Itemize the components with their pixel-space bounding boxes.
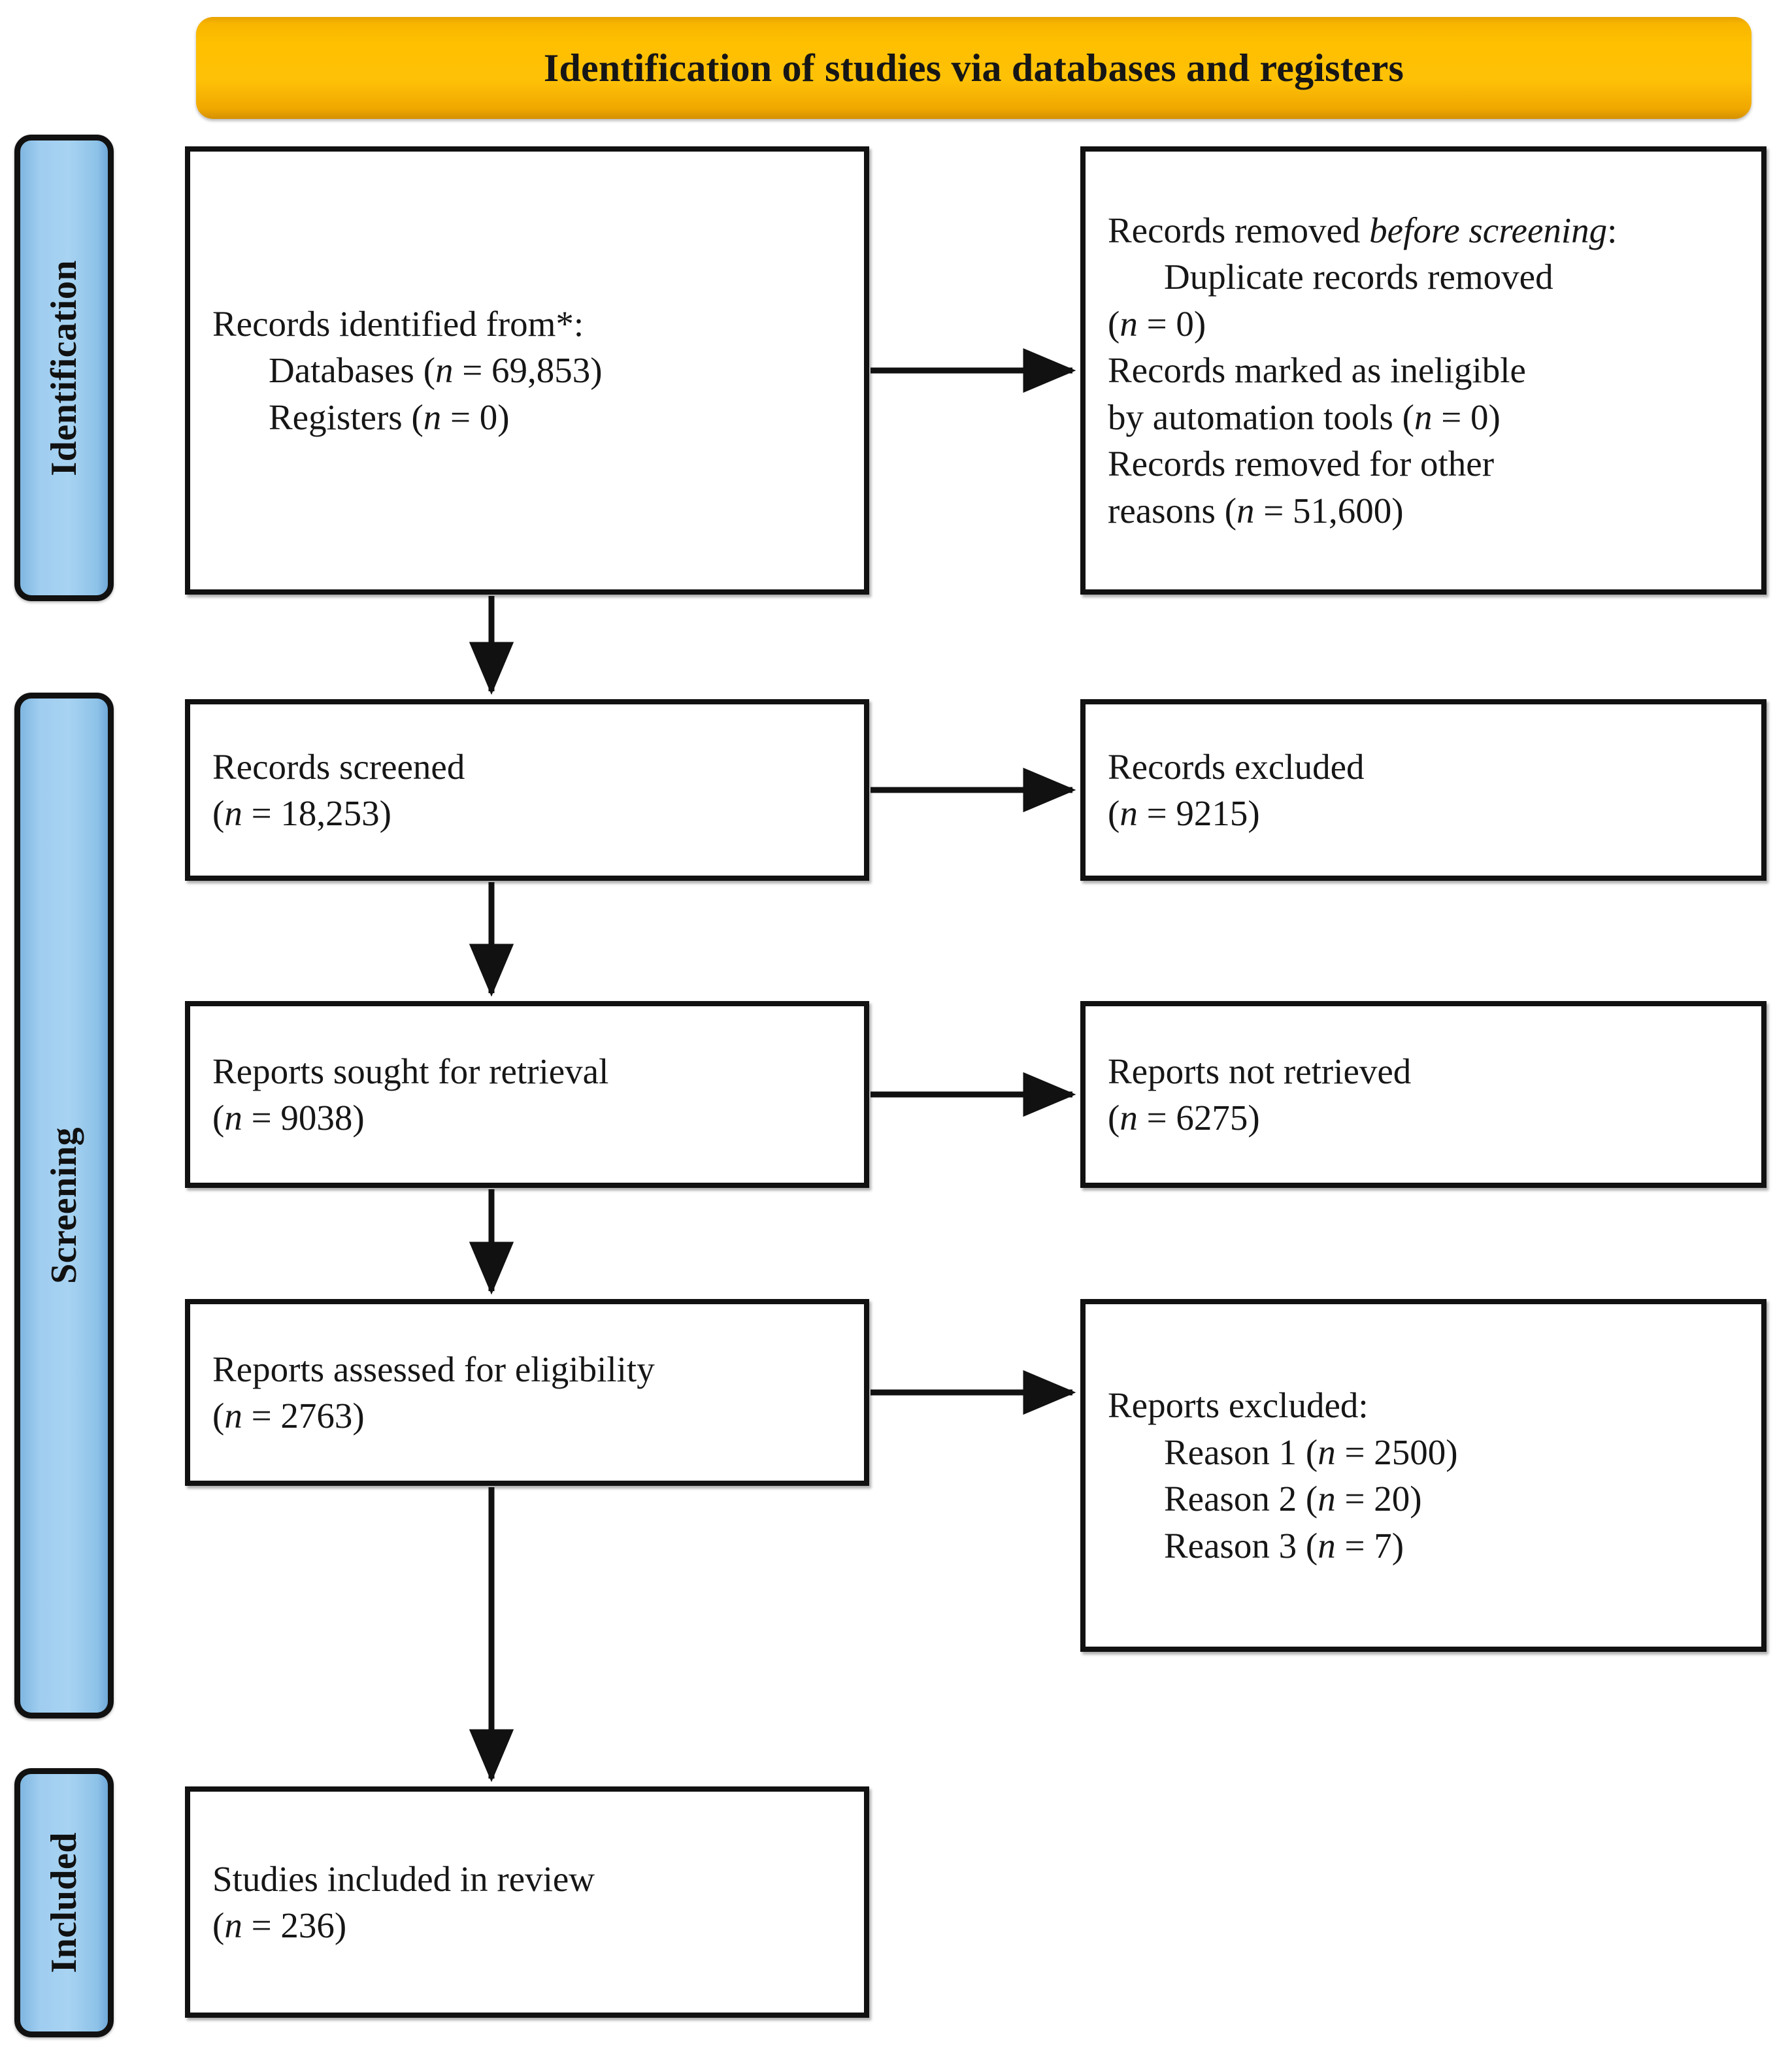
box-line: Reports not retrieved xyxy=(1108,1051,1412,1091)
box-line: Reason 1 (n = 2500) xyxy=(1164,1432,1458,1472)
box-line: Reports sought for retrieval xyxy=(212,1051,609,1091)
box-line: (n = 6275) xyxy=(1108,1098,1260,1138)
box-line: Databases (n = 69,853) xyxy=(269,350,603,391)
box-records-excluded: Records excluded (n = 9215) xyxy=(1080,699,1767,881)
phase-bar-included: Included xyxy=(14,1768,114,2037)
box-line: Reports assessed for eligibility xyxy=(212,1349,655,1389)
box-reports-excluded: Reports excluded: Reason 1 (n = 2500) Re… xyxy=(1080,1299,1767,1652)
diagram-banner: Identification of studies via databases … xyxy=(196,17,1751,119)
phase-bar-identification: Identification xyxy=(14,135,114,601)
box-studies-included-in-review: Studies included in review (n = 236) xyxy=(185,1786,869,2018)
box-reports-not-retrieved: Reports not retrieved (n = 6275) xyxy=(1080,1001,1767,1188)
box-line: Records screened xyxy=(212,746,465,787)
box-records-identified: Records identified from*: Databases (n =… xyxy=(185,146,869,595)
box-line: (n = 9038) xyxy=(212,1098,365,1138)
box-reports-sought-for-retrieval: Reports sought for retrieval (n = 9038) xyxy=(185,1001,869,1188)
box-line: Records identified from*: xyxy=(212,303,584,344)
box-line: (n = 2763) xyxy=(212,1396,365,1436)
box-line: (n = 236) xyxy=(212,1905,347,1945)
box-line: Reason 3 (n = 7) xyxy=(1164,1525,1404,1566)
box-line: Duplicate records removed xyxy=(1164,257,1553,297)
box-line: (n = 0) xyxy=(1108,303,1206,344)
box-records-removed-before-screening: Records removed before screening: Duplic… xyxy=(1080,146,1767,595)
box-line: Studies included in review xyxy=(212,1858,595,1899)
box-line: by automation tools (n = 0) xyxy=(1108,397,1501,437)
box-line: reasons (n = 51,600) xyxy=(1108,490,1404,531)
phase-bar-screening: Screening xyxy=(14,693,114,1718)
banner-title: Identification of studies via databases … xyxy=(543,46,1404,90)
box-line: Records removed for other xyxy=(1108,444,1495,484)
box-line: (n = 9215) xyxy=(1108,793,1260,833)
box-line: (n = 18,253) xyxy=(212,793,391,833)
box-line: Reason 2 (n = 20) xyxy=(1164,1479,1422,1519)
box-line: Records removed before screening: xyxy=(1108,210,1618,250)
box-reports-assessed-for-eligibility: Reports assessed for eligibility (n = 27… xyxy=(185,1299,869,1486)
box-line: Records excluded xyxy=(1108,746,1365,787)
box-line: Reports excluded: xyxy=(1108,1385,1369,1425)
box-records-screened: Records screened (n = 18,253) xyxy=(185,699,869,881)
box-line: Records marked as ineligible xyxy=(1108,350,1526,391)
box-line: Registers (n = 0) xyxy=(269,397,510,437)
